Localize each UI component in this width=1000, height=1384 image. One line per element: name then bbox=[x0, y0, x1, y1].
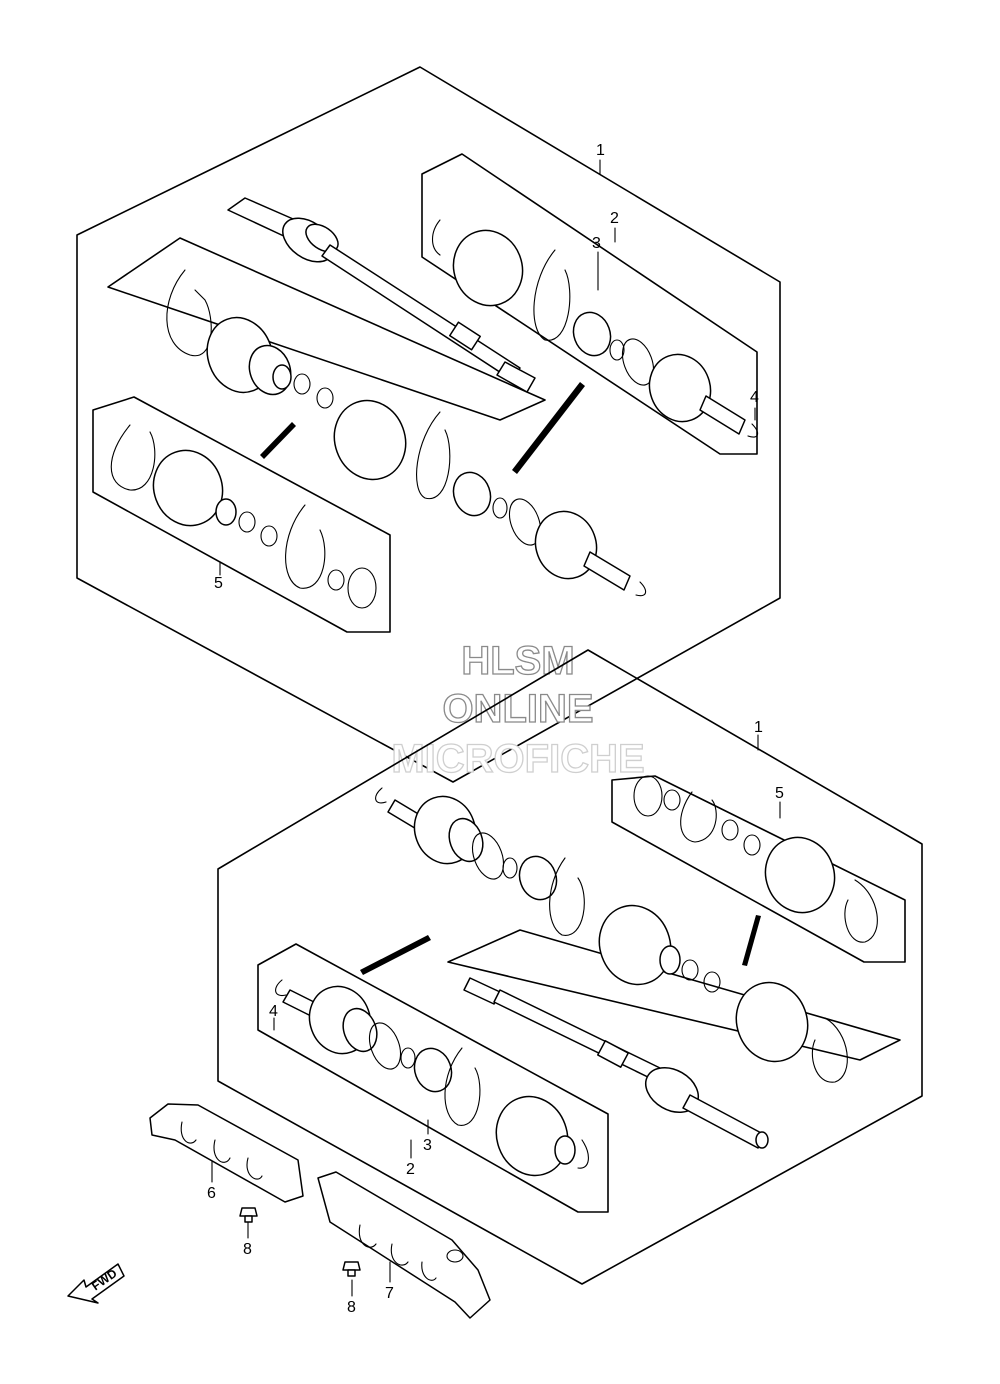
bottom-callout-4: 4 bbox=[269, 1003, 278, 1020]
bottom-callout-8a: 8 bbox=[243, 1241, 252, 1258]
watermark-line3: MICROFICHE bbox=[391, 737, 644, 781]
bottom-callout-3: 3 bbox=[423, 1137, 432, 1154]
bolt-left bbox=[239, 1207, 258, 1223]
fwd-arrow-icon: FWD bbox=[67, 1263, 125, 1304]
bottom-boot-kit-parts bbox=[633, 775, 878, 943]
bottom-callout-8b: 8 bbox=[347, 1299, 356, 1316]
top-shaft bbox=[227, 197, 536, 393]
top-callout-2: 2 bbox=[610, 210, 619, 227]
covers-and-bolts: 6 8 7 8 bbox=[149, 1103, 491, 1319]
bottom-callout-7: 7 bbox=[385, 1285, 394, 1302]
top-drive-shaft-assembly: 1 2 3 4 5 bbox=[76, 66, 781, 783]
bottom-inner-joint-parts bbox=[360, 787, 761, 993]
bottom-callout-5: 5 bbox=[775, 785, 784, 802]
bottom-shaft-boot-parts bbox=[735, 981, 848, 1083]
bottom-outer-joint-parts bbox=[275, 979, 589, 1177]
bottom-callout-6: 6 bbox=[207, 1185, 216, 1202]
top-middle-parts bbox=[166, 269, 647, 597]
watermark-line2: ONLINE bbox=[442, 687, 593, 731]
bottom-assembly-frame bbox=[217, 649, 923, 1285]
top-outer-joint-frame bbox=[421, 153, 758, 455]
top-assembly-frame bbox=[76, 66, 781, 783]
top-callout-1: 1 bbox=[596, 142, 605, 159]
bottom-callout-2: 2 bbox=[406, 1161, 415, 1178]
right-cover bbox=[317, 1171, 491, 1319]
left-cover bbox=[149, 1103, 304, 1203]
bottom-boot-kit-frame bbox=[611, 775, 906, 963]
top-boot-kit-frame bbox=[92, 396, 391, 633]
bottom-drive-shaft-assembly: 1 5 4 3 2 bbox=[211, 649, 923, 1297]
bottom-shaft bbox=[463, 977, 769, 1149]
bottom-leaders bbox=[211, 734, 781, 1297]
bottom-callout-1: 1 bbox=[754, 719, 763, 736]
top-callout-3: 3 bbox=[592, 235, 601, 252]
top-callout-5: 5 bbox=[214, 575, 223, 592]
top-outer-joint-parts bbox=[431, 219, 759, 438]
watermark: HLSM ONLINE MICROFICHE bbox=[391, 638, 646, 781]
top-shaft-frame bbox=[107, 237, 546, 421]
bolt-right bbox=[342, 1261, 361, 1277]
top-leaders bbox=[219, 159, 756, 576]
top-callout-4: 4 bbox=[750, 389, 759, 406]
top-boot-kit-parts bbox=[110, 424, 377, 609]
bottom-outer-joint-frame bbox=[257, 943, 609, 1213]
watermark-line1: HLSM bbox=[461, 639, 574, 683]
